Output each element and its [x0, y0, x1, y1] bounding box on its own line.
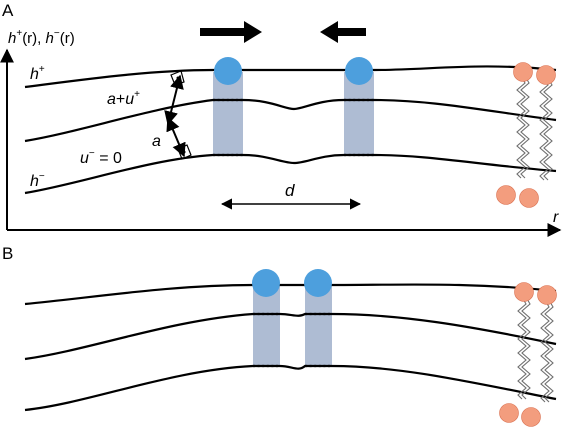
- membrane-midplane: [24, 312, 557, 361]
- protein-head-right-icon: [345, 57, 373, 85]
- panel-b-label: B: [2, 244, 13, 263]
- y-axis-label: h+(r), h−(r): [8, 28, 75, 47]
- x-axis-label: r: [553, 209, 559, 226]
- membrane-upper: [24, 283, 557, 306]
- lower-thickness-label: a: [152, 133, 161, 150]
- upper-leaflet-label: h+: [30, 64, 45, 83]
- lower-leaflet-label: h−: [30, 171, 45, 190]
- right-angle-icon: [177, 144, 192, 160]
- membrane-upper: [24, 65, 557, 89]
- lipid-icon: [499, 282, 557, 427]
- protein-body-right: [344, 72, 374, 156]
- arrow-right-icon: [200, 21, 262, 43]
- right-angle-icon: [170, 70, 185, 86]
- membrane-midplane: [24, 98, 557, 143]
- lower-thickness-arrow: [166, 116, 186, 158]
- protein-head-right-icon: [304, 269, 332, 297]
- protein-body-left: [253, 284, 280, 367]
- membrane-lower: [24, 153, 557, 195]
- constraint-label: u− = 0: [80, 148, 122, 167]
- panel-a-label: A: [2, 1, 14, 20]
- arrow-left-icon: [320, 21, 366, 43]
- protein-body-left: [213, 72, 243, 156]
- lipid-icon: [496, 62, 556, 208]
- panel-b: B: [2, 244, 557, 427]
- protein-head-left-icon: [214, 57, 242, 85]
- upper-thickness-label: a+u+: [107, 89, 140, 108]
- membrane-lower: [24, 364, 557, 412]
- distance-label: d: [285, 181, 295, 200]
- protein-body-right: [305, 284, 332, 367]
- protein-head-left-icon: [252, 269, 280, 297]
- panel-a: A h+(r), h−(r) r: [0, 1, 562, 237]
